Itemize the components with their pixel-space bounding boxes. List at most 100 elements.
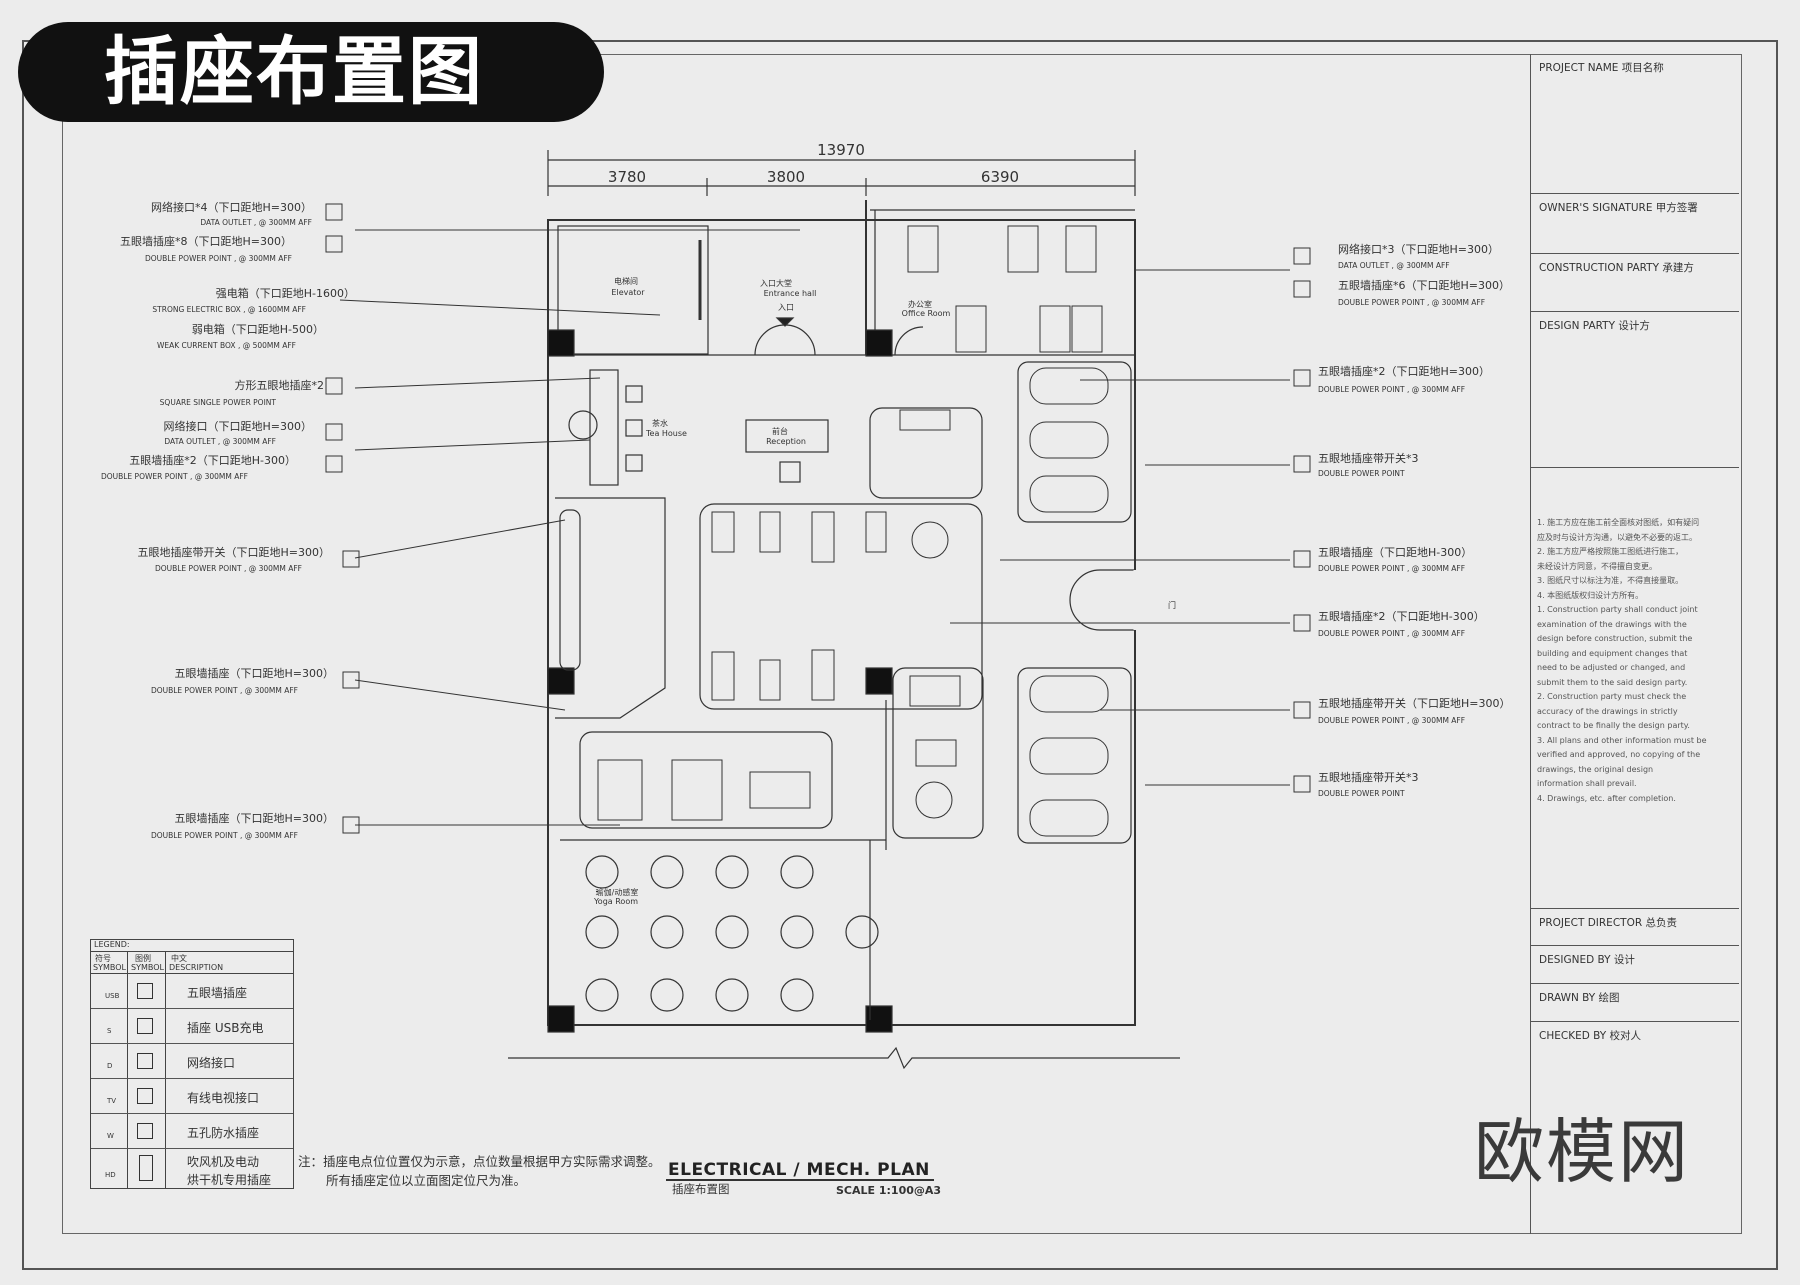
tb-checked-by: CHECKED BY 校对人: [1539, 1030, 1642, 1042]
tb-construction-party: CONSTRUCTION PARTY 承建方: [1531, 254, 1739, 312]
left-label-4-en: WEAK CURRENT BOX , @ 500MM AFF: [157, 341, 296, 350]
left-label-6-en: DATA OUTLET , @ 300MM AFF: [164, 437, 276, 446]
left-label-5-en: SQUARE SINGLE POWER POINT: [160, 398, 277, 407]
left-label-10-cn: 五眼墙插座（下口距地H=300）: [175, 811, 334, 825]
room-entrance-mark: 入口: [778, 303, 794, 312]
legend-row-desc: 吹风机及电动烘干机专用插座: [187, 1155, 272, 1187]
right-label-6-en: DOUBLE POWER POINT , @ 300MM AFF: [1318, 629, 1465, 638]
right-label-5-en: DOUBLE POWER POINT , @ 300MM AFF: [1318, 564, 1465, 573]
plan-subtitle: 插座布置图: [672, 1182, 730, 1196]
tb-notes: 1. 施工方应在施工前全面核对图纸，如有疑问应及时与设计方沟通，以避免不必要的返…: [1537, 518, 1707, 803]
right-label-3-en: DOUBLE POWER POINT , @ 300MM AFF: [1318, 385, 1465, 394]
plan-note: 注：插座电点位位置仅为示意，点位数量根据甲方实际需求调整。 所有插座定位以立面图…: [298, 1154, 661, 1188]
legend-row: TV 有线电视接口: [91, 1079, 293, 1114]
legend-row-desc: 五眼墙插座: [187, 986, 248, 1000]
tb-drawn-by: DRAWN BY 绘图: [1531, 984, 1739, 1022]
waterproof-socket-icon: [137, 1123, 153, 1139]
sheet-title: 插座布置图: [18, 22, 604, 122]
legend-row-desc: 五孔防水插座: [187, 1126, 260, 1140]
legend-row: USB 五眼墙插座: [91, 974, 293, 1009]
socket-usb-icon: [137, 983, 153, 999]
plan-title-rule: [666, 1179, 934, 1181]
legend-row-desc: 网络接口: [187, 1056, 236, 1070]
left-label-9-en: DOUBLE POWER POINT , @ 300MM AFF: [151, 686, 298, 695]
room-tea-cn: 茶水: [652, 418, 668, 428]
data-outlet-icon: [137, 1053, 153, 1069]
left-label-10-en: DOUBLE POWER POINT , @ 300MM AFF: [151, 831, 298, 840]
tb-design-party: DESIGN PARTY 设计方: [1531, 312, 1739, 468]
left-label-8-cn: 五眼地插座带开关（下口距地H=300）: [138, 545, 330, 559]
legend-row: D 网络接口: [91, 1044, 293, 1079]
legend-divider-2: [165, 952, 166, 1188]
room-office-en: Office Room: [902, 309, 951, 318]
room-door-mark: 门: [1168, 600, 1176, 610]
room-reception-cn: 前台: [772, 426, 788, 436]
socket-usb-charge-icon: [137, 1018, 153, 1034]
legend-row-desc: 有线电视接口: [187, 1091, 260, 1105]
left-label-8-en: DOUBLE POWER POINT , @ 300MM AFF: [155, 564, 302, 573]
dim-seg1: 3780: [608, 168, 646, 186]
left-label-1-cn: 网络接口*4（下口距地H=300）: [151, 200, 312, 214]
tv-outlet-icon: [137, 1088, 153, 1104]
legend-row-tag: USB: [105, 992, 120, 1000]
right-label-2-en: DOUBLE POWER POINT , @ 300MM AFF: [1338, 298, 1485, 307]
left-label-5-cn: 方形五眼地插座*2: [235, 378, 325, 392]
right-label-8-en: DOUBLE POWER POINT: [1318, 789, 1405, 798]
inner-frame: [62, 54, 1742, 1234]
title-block: PROJECT NAME 项目名称 OWNER'S SIGNATURE 甲方签署…: [1530, 54, 1739, 1234]
legend-col1-en: SYMBOL: [93, 963, 126, 972]
left-label-6-cn: 网络接口（下口距地H=300）: [164, 419, 312, 433]
room-elevator-en: Elevator: [611, 288, 645, 297]
room-entrance-en: Entrance hall: [764, 289, 817, 298]
legend-row-tag: S: [107, 1027, 112, 1035]
right-label-7-en: DOUBLE POWER POINT , @ 300MM AFF: [1318, 716, 1465, 725]
right-label-7-cn: 五眼地插座带开关（下口距地H=300）: [1318, 696, 1510, 710]
watermark-logo: 欧模网: [1474, 1111, 1690, 1193]
right-label-4-cn: 五眼地插座带开关*3: [1318, 451, 1419, 465]
right-label-2-cn: 五眼墙插座*6（下口距地H=300）: [1338, 278, 1510, 292]
left-label-2-en: DOUBLE POWER POINT , @ 300MM AFF: [145, 254, 292, 263]
left-label-2-cn: 五眼墙插座*8（下口距地H=300）: [120, 234, 292, 248]
legend-row-tag: TV: [107, 1097, 117, 1105]
dim-total: 13970: [817, 141, 865, 159]
legend-col3-cn: 中文: [171, 954, 187, 963]
tb-owner-signature: OWNER'S SIGNATURE 甲方签署: [1531, 194, 1739, 254]
legend-col1-cn: 符号: [95, 954, 111, 963]
left-label-9-cn: 五眼墙插座（下口距地H=300）: [175, 666, 334, 680]
outer-frame: [22, 40, 1778, 1270]
left-label-7-en: DOUBLE POWER POINT , @ 300MM AFF: [101, 472, 248, 481]
room-entrance-cn: 入口大堂: [760, 278, 792, 288]
legend-head: LEGEND:: [91, 940, 293, 952]
room-elevator-cn: 电梯间: [614, 276, 638, 286]
legend-row: W 五孔防水插座: [91, 1114, 293, 1149]
tb-designed-by: DESIGNED BY 设计: [1531, 946, 1739, 984]
room-yoga-en: Yoga Room: [593, 897, 638, 906]
legend-col2-cn: 图例: [135, 954, 151, 963]
room-yoga-cn: 瑜伽/动感室: [596, 887, 639, 897]
plan-scale: SCALE 1:100@A3: [836, 1184, 942, 1197]
plan-title: ELECTRICAL / MECH. PLAN: [668, 1160, 930, 1180]
left-label-1-en: DATA OUTLET , @ 300MM AFF: [200, 218, 312, 227]
right-label-1-en: DATA OUTLET , @ 300MM AFF: [1338, 261, 1450, 270]
legend-row: S 插座 USB充电: [91, 1009, 293, 1044]
dim-seg3: 6390: [981, 168, 1019, 186]
tb-project-director: PROJECT DIRECTOR 总负责: [1531, 908, 1739, 946]
right-label-8-cn: 五眼地插座带开关*3: [1318, 770, 1419, 784]
legend-col3-en: DESCRIPTION: [169, 963, 224, 972]
legend-row: HD 吹风机及电动烘干机专用插座: [91, 1149, 293, 1188]
right-label-5-cn: 五眼墙插座（下口距地H-300）: [1318, 545, 1472, 559]
legend-row-tag: D: [107, 1062, 113, 1070]
legend-row-desc: 插座 USB充电: [187, 1021, 264, 1035]
left-label-3-cn: 强电箱（下口距地H-1600）: [216, 286, 355, 300]
legend-row-tag: HD: [105, 1171, 116, 1179]
right-label-4-en: DOUBLE POWER POINT: [1318, 469, 1405, 478]
right-label-6-cn: 五眼墙插座*2（下口距地H-300）: [1318, 609, 1485, 623]
legend-divider-1: [127, 952, 128, 1188]
legend-col2-en: SYMBOL: [131, 963, 164, 972]
legend-row-tag: W: [107, 1132, 114, 1140]
right-label-3-cn: 五眼墙插座*2（下口距地H=300）: [1318, 364, 1490, 378]
legend-table: LEGEND: 符号 SYMBOL 图例 SYMBOL 中文 DESCRIPTI…: [90, 939, 294, 1189]
legend-columns: 符号 SYMBOL 图例 SYMBOL 中文 DESCRIPTION: [91, 952, 293, 974]
dim-seg2: 3800: [767, 168, 805, 186]
